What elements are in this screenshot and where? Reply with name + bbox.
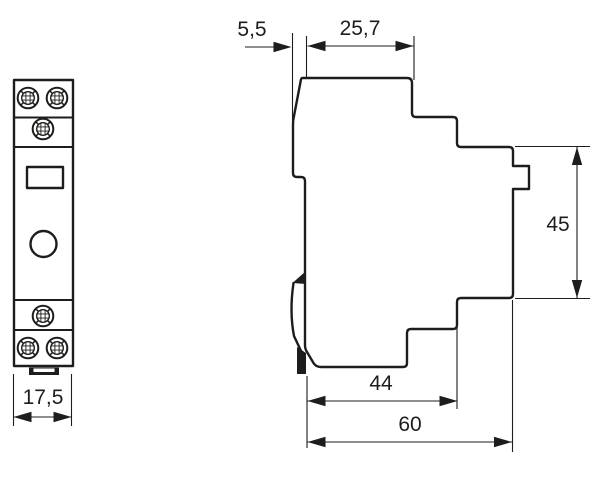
dimension-overall-depth: 60: [307, 300, 514, 452]
arrow-down-icon: [571, 280, 583, 298]
arrow-up-icon: [571, 147, 583, 165]
indicator-window: [25, 165, 65, 190]
dim-label-25-7: 25,7: [340, 17, 381, 40]
dim-label-44: 44: [369, 372, 393, 395]
screw-terminal-icon: [16, 86, 40, 110]
clip-foot: [297, 347, 306, 374]
dim-label-60: 60: [398, 413, 421, 436]
arrow-left-icon: [307, 40, 326, 52]
dimension-upper-body-depth: 25,7: [307, 17, 415, 80]
dim-label-45: 45: [546, 213, 569, 236]
screw-terminal-icon: [45, 86, 69, 110]
side-view: [290, 76, 531, 374]
arrow-right-icon: [494, 436, 512, 448]
dimension-lower-body-depth: 44: [306, 300, 458, 448]
arrow-left-icon: [307, 395, 326, 407]
dimension-module-width: 17,5: [12, 374, 73, 426]
din-clip-front: [29, 367, 59, 375]
push-button: [29, 229, 58, 259]
dim-label-17-5: 17,5: [23, 386, 64, 409]
dimension-din-clip-offset: 5,5: [237, 18, 308, 123]
arrow-right-icon: [395, 40, 414, 52]
clip-barb: [292, 271, 306, 284]
screw-terminal-icon: [31, 117, 55, 141]
screw-terminal-icon: [16, 336, 40, 360]
dim-label-5-5: 5,5: [237, 18, 266, 41]
din-clip-side: [290, 271, 306, 374]
dimension-annotations: 5,5 25,7 45 44: [12, 17, 590, 452]
clip-spring-arm: [290, 281, 304, 355]
screw-terminal-icon: [31, 304, 55, 328]
front-view: [12, 78, 75, 375]
side-profile-outline: [291, 76, 531, 369]
arrow-right-icon: [53, 411, 72, 423]
arrow-right-icon: [273, 41, 292, 53]
screw-terminal-icon: [45, 336, 69, 360]
arrow-right-icon: [439, 395, 458, 407]
arrow-left-icon: [13, 411, 32, 423]
dimension-body-height: 45: [515, 145, 590, 300]
arrow-left-icon: [307, 436, 326, 448]
